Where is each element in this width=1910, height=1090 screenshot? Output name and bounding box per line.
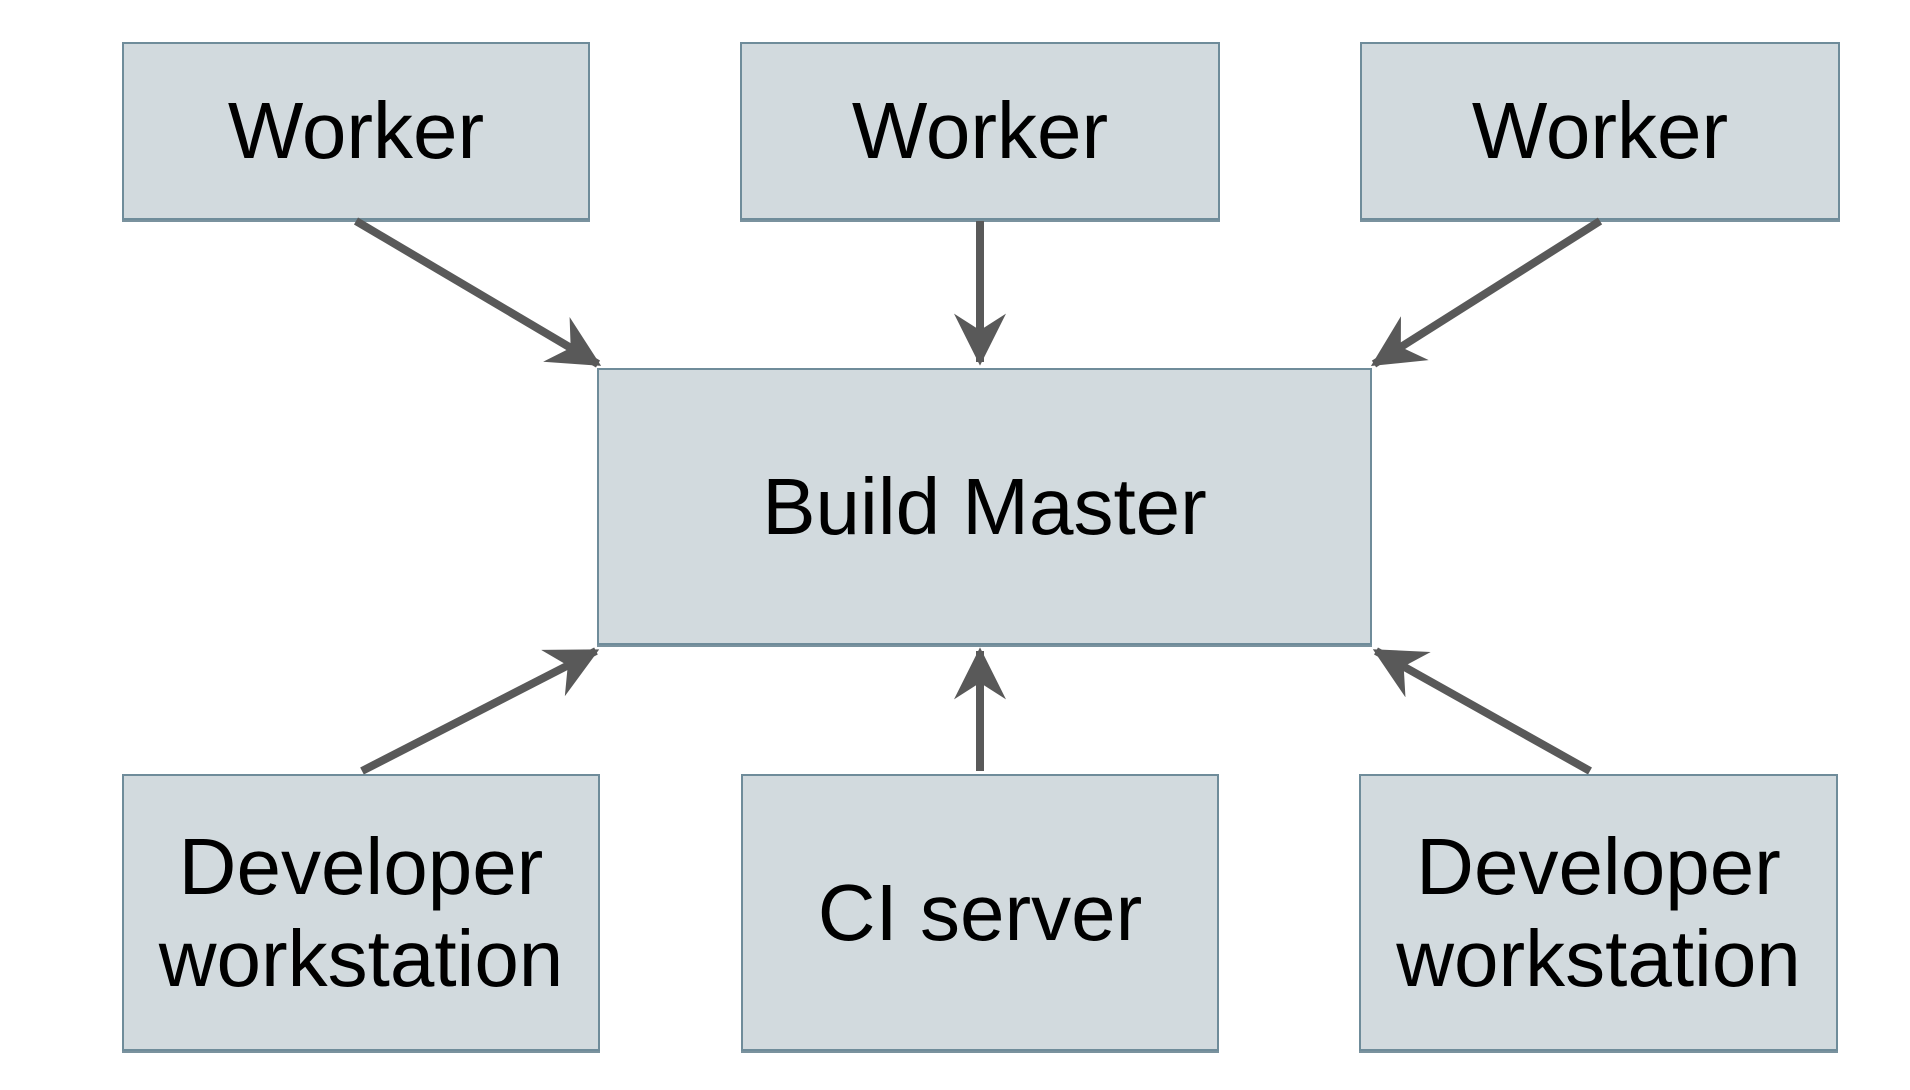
arrow-worker-3-to-build-master bbox=[1370, 217, 1603, 368]
node-worker-2: Worker bbox=[740, 42, 1220, 220]
node-worker-1: Worker bbox=[122, 42, 590, 220]
node-developer-workstation-left: Developer workstation bbox=[122, 774, 600, 1051]
node-developer-workstation-left-label: Developer workstation bbox=[158, 821, 564, 1003]
node-build-master-label: Build Master bbox=[762, 461, 1207, 551]
node-ci-server: CI server bbox=[741, 774, 1219, 1051]
node-ci-server-label: CI server bbox=[817, 867, 1143, 957]
node-developer-workstation-right-label: Developer workstation bbox=[1396, 821, 1801, 1003]
arrow-developer-workstation-right-to-build-master bbox=[1372, 647, 1592, 775]
node-worker-3: Worker bbox=[1360, 42, 1840, 220]
node-developer-workstation-right: Developer workstation bbox=[1359, 774, 1838, 1051]
node-worker-1-label: Worker bbox=[227, 86, 485, 175]
node-worker-2-label: Worker bbox=[851, 86, 1109, 175]
node-build-master: Build Master bbox=[597, 368, 1372, 645]
node-worker-3-label: Worker bbox=[1471, 86, 1729, 175]
arrow-developer-workstation-left-to-build-master bbox=[360, 647, 600, 775]
arrow-worker-1-to-build-master bbox=[353, 217, 602, 368]
